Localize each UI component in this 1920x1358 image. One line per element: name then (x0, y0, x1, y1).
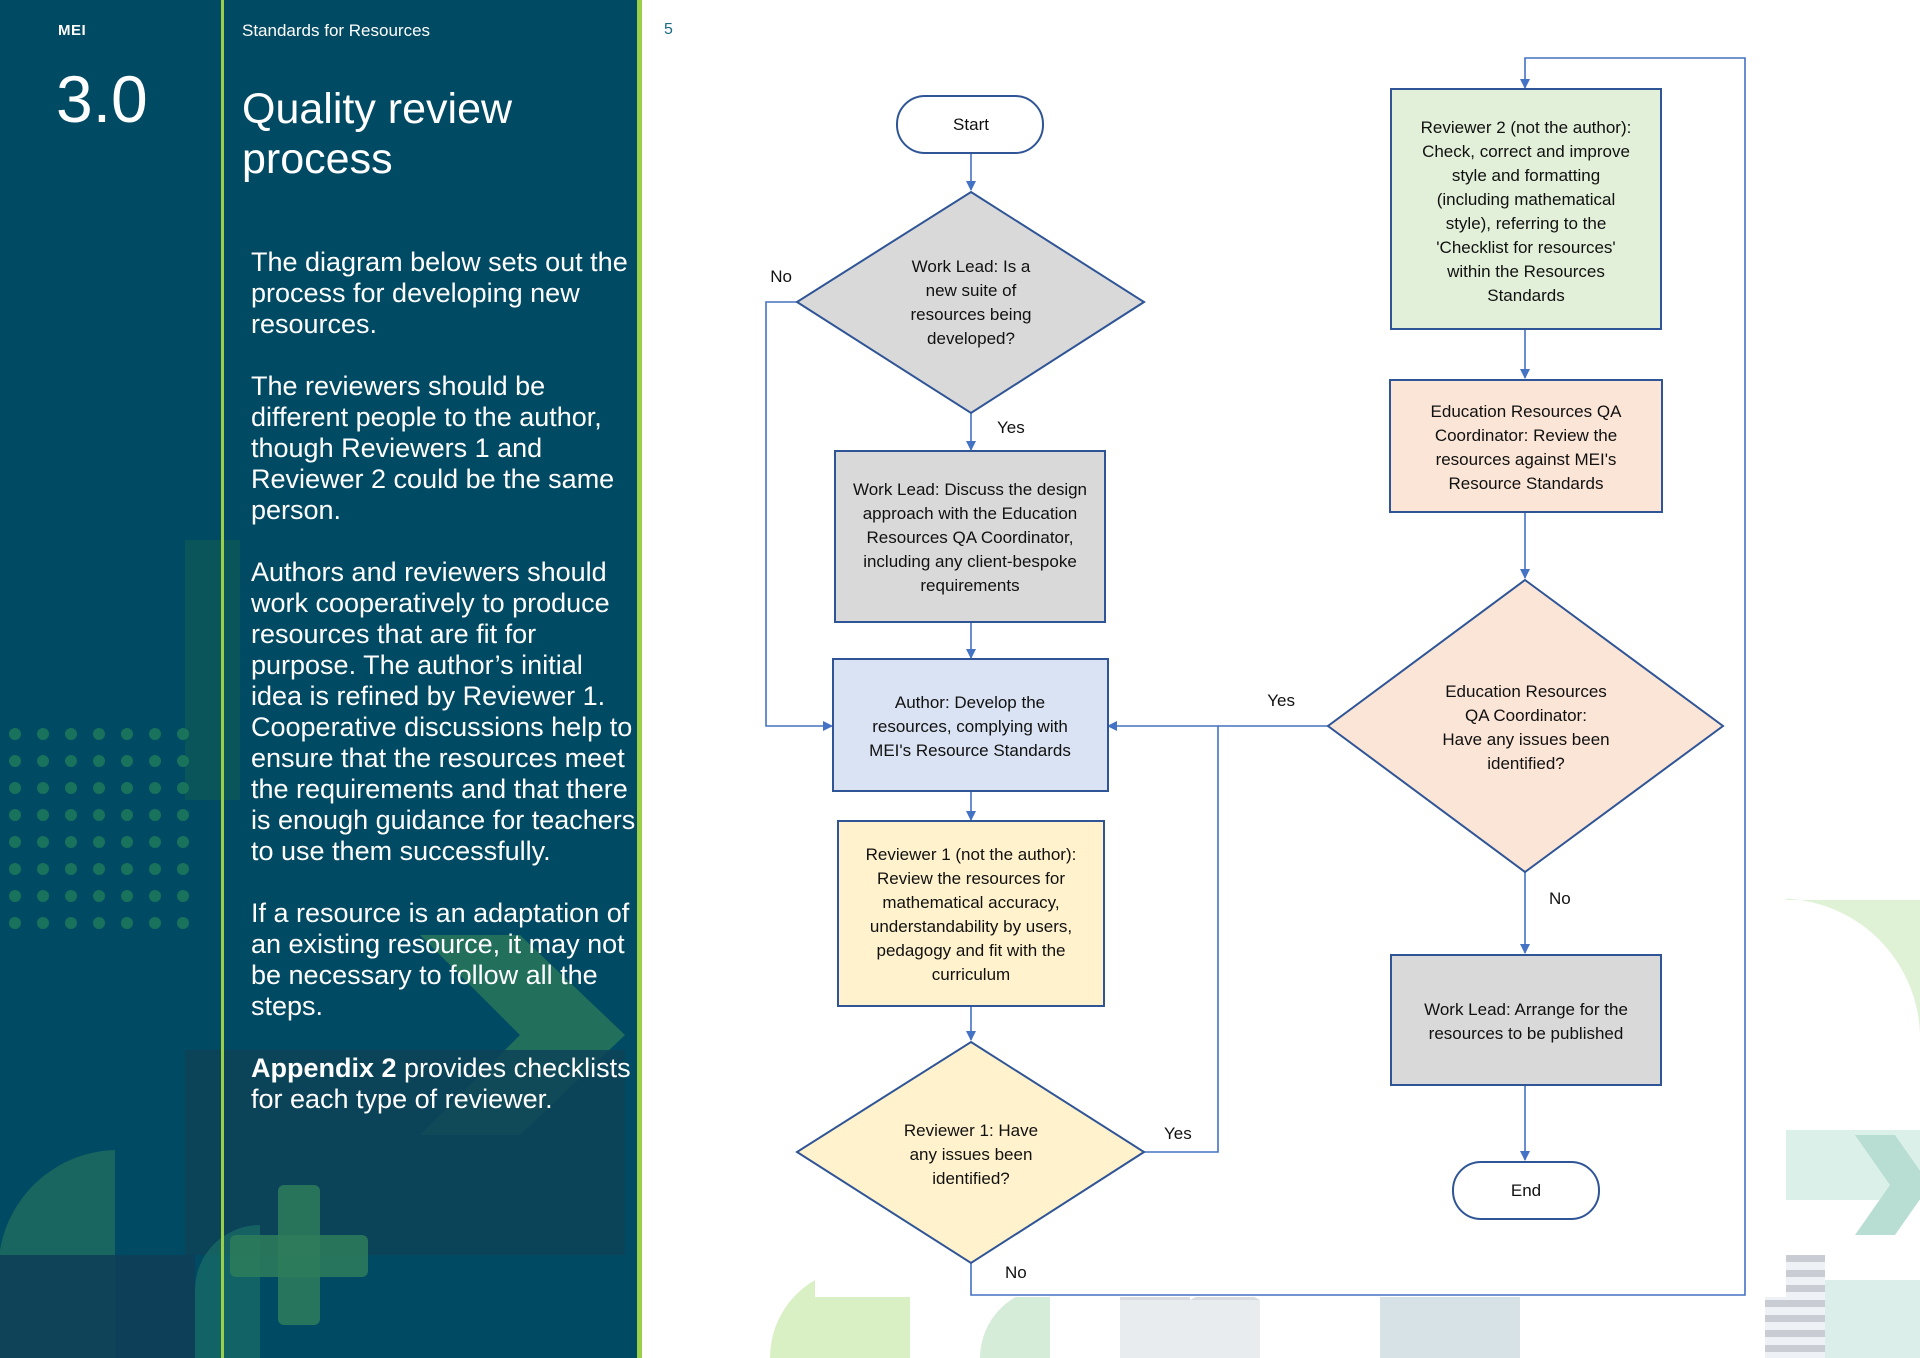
decision-new-suite-text: Work Lead: Is a new suite of resources bei… (911, 257, 1032, 348)
label-yes-new-suite: Yes (997, 418, 1025, 437)
section-number: 3.0 (56, 62, 148, 136)
step-reviewer2-text-line: within the Resources (1446, 262, 1605, 281)
step-author-text: Author: Develop the resources, complying … (869, 693, 1071, 760)
step-reviewer1-text-line: mathematical accuracy, (882, 893, 1059, 912)
decorative-background (0, 540, 625, 1358)
decision-qa: Education Resources QA Coordinator: Have a… (1326, 578, 1725, 874)
paragraph-reviewers: The reviewers should be different people… (251, 371, 615, 525)
appendix-description: provides checklists for each type of rev… (251, 1053, 631, 1114)
step-reviewer2-text-line: style), referring to the (1446, 214, 1607, 233)
step-reviewer2-text-line: Check, correct and improve (1422, 142, 1630, 161)
start-label: Start (953, 115, 989, 134)
paragraph-appendix: Appendix 2 provides checklists for each … (251, 1053, 636, 1115)
decision-qa-text-line: identified? (1487, 754, 1565, 773)
step-publish: Work Lead: Arrange for the resources to b… (1390, 954, 1662, 1086)
step-reviewer1-text-line: understandability by users, (870, 917, 1072, 936)
step-publish-text: Work Lead: Arrange for the resources to b… (1424, 1000, 1628, 1043)
label-no-reviewer1: No (1005, 1263, 1027, 1282)
step-reviewer1-text-line: Reviewer 1 (not the author): (866, 845, 1077, 864)
step-author-text-line: MEI's Resource Standards (869, 741, 1071, 760)
page-number: 5 (664, 21, 673, 38)
step-qa-review-text-line: Resource Standards (1449, 474, 1604, 493)
step-reviewer2-text-line: Reviewer 2 (not the author): (1421, 118, 1632, 137)
step-discuss-design-text: Work Lead: Discuss the design approach wi… (853, 480, 1087, 595)
decision-new-suite-text-line: resources being (911, 305, 1032, 324)
panel-divider (221, 0, 224, 1358)
label-no-new-suite: No (770, 267, 792, 286)
step-reviewer2-text: Reviewer 2 (not the author): Check, corre… (1421, 118, 1632, 305)
decision-qa-text: Education Resources QA Coordinator: Have a… (1442, 682, 1609, 773)
step-reviewer1: Reviewer 1 (not the author): Review the r… (837, 820, 1105, 1007)
step-discuss-design-text-line: Resources QA Coordinator, (867, 528, 1074, 547)
connectors (765, 57, 1746, 1296)
decision-reviewer1-text-line: identified? (932, 1169, 1010, 1188)
start-terminal: Start (896, 95, 1044, 154)
document-title: Standards for Resources (242, 21, 431, 40)
step-reviewer1-text-line: curriculum (932, 965, 1010, 984)
step-author-text-line: resources, complying with (872, 717, 1068, 736)
step-author-text-line: Author: Develop the (895, 693, 1045, 712)
end-label: End (1511, 1181, 1541, 1200)
decision-reviewer1-text-line: Reviewer 1: Have (904, 1121, 1038, 1140)
decision-qa-text-line: Education Resources (1445, 682, 1607, 701)
step-discuss-design-text-line: approach with the Education (863, 504, 1078, 523)
step-reviewer1-text-line: pedagogy and fit with the (876, 941, 1065, 960)
label-yes-reviewer1: Yes (1164, 1124, 1192, 1143)
paragraph-adaptation: If a resource is an adaptation of an exi… (251, 898, 630, 1021)
step-publish-text-line: resources to be published (1429, 1024, 1624, 1043)
label-yes-qa: Yes (1267, 691, 1295, 710)
label-no-qa: No (1549, 889, 1571, 908)
step-reviewer1-text: Reviewer 1 (not the author): Review the r… (866, 845, 1077, 984)
paragraph-cooperation: Authors and reviewers should work cooper… (251, 557, 636, 866)
step-discuss-design-text-line: including any client-bespoke (863, 552, 1077, 571)
step-qa-review-text-line: Education Resources QA (1431, 402, 1623, 421)
decision-new-suite: Work Lead: Is a new suite of resources bei… (795, 190, 1146, 415)
decision-reviewer1-text: Reviewer 1: Have any issues been identifie… (904, 1121, 1038, 1188)
connector-no-to-author (765, 301, 833, 731)
step-discuss-design-text-line: requirements (920, 576, 1019, 595)
panel-edge-bar (637, 0, 642, 1358)
connector-r1-yes-to-author (1107, 721, 1219, 1153)
step-author: Author: Develop the resources, complying … (832, 658, 1109, 792)
step-reviewer2-text-line: 'Checklist for resources' (1436, 238, 1615, 257)
decision-qa-text-line: Have any issues been (1442, 730, 1609, 749)
flowchart: Start Work Lead: Is a new suite of resourc… (765, 57, 1786, 1297)
body-text: The diagram below sets out the process f… (251, 247, 636, 1146)
end-terminal: End (1452, 1161, 1600, 1220)
decision-reviewer1-text-line: any issues been (910, 1145, 1033, 1164)
step-reviewer2: Reviewer 2 (not the author): Check, corre… (1390, 88, 1662, 330)
step-reviewer2-text-line: (including mathematical (1437, 190, 1616, 209)
step-reviewer2-text-line: Standards (1487, 286, 1565, 305)
paragraph-intro: The diagram below sets out the process f… (251, 247, 628, 339)
connector-r1-no-to-reviewer2 (970, 57, 1746, 1296)
page-title: Quality review process (242, 85, 513, 184)
step-reviewer2-text-line: style and formatting (1452, 166, 1600, 185)
step-qa-review-text-line: Coordinator: Review the (1435, 426, 1617, 445)
appendix-link-text: Appendix 2 (251, 1053, 397, 1083)
decision-reviewer1: Reviewer 1: Have any issues been identifie… (795, 1040, 1146, 1265)
step-discuss-design-text-line: Work Lead: Discuss the design (853, 480, 1087, 499)
decision-new-suite-text-line: new suite of (926, 281, 1017, 300)
brand-logo: MEI (58, 22, 87, 39)
step-discuss-design: Work Lead: Discuss the design approach wi… (834, 450, 1106, 623)
decision-new-suite-text-line: Work Lead: Is a (912, 257, 1031, 276)
step-publish-text-line: Work Lead: Arrange for the (1424, 1000, 1628, 1019)
step-qa-review: Education Resources QA Coordinator: Revie… (1389, 379, 1663, 513)
left-panel: MEI Standards for Resources 3.0 Quality … (0, 0, 640, 1358)
decision-qa-text-line: QA Coordinator: (1465, 706, 1587, 725)
step-qa-review-text-line: resources against MEI's (1436, 450, 1617, 469)
step-qa-review-text: Education Resources QA Coordinator: Revie… (1431, 402, 1623, 493)
step-reviewer1-text-line: Review the resources for (877, 869, 1065, 888)
decision-new-suite-text-line: developed? (927, 329, 1015, 348)
